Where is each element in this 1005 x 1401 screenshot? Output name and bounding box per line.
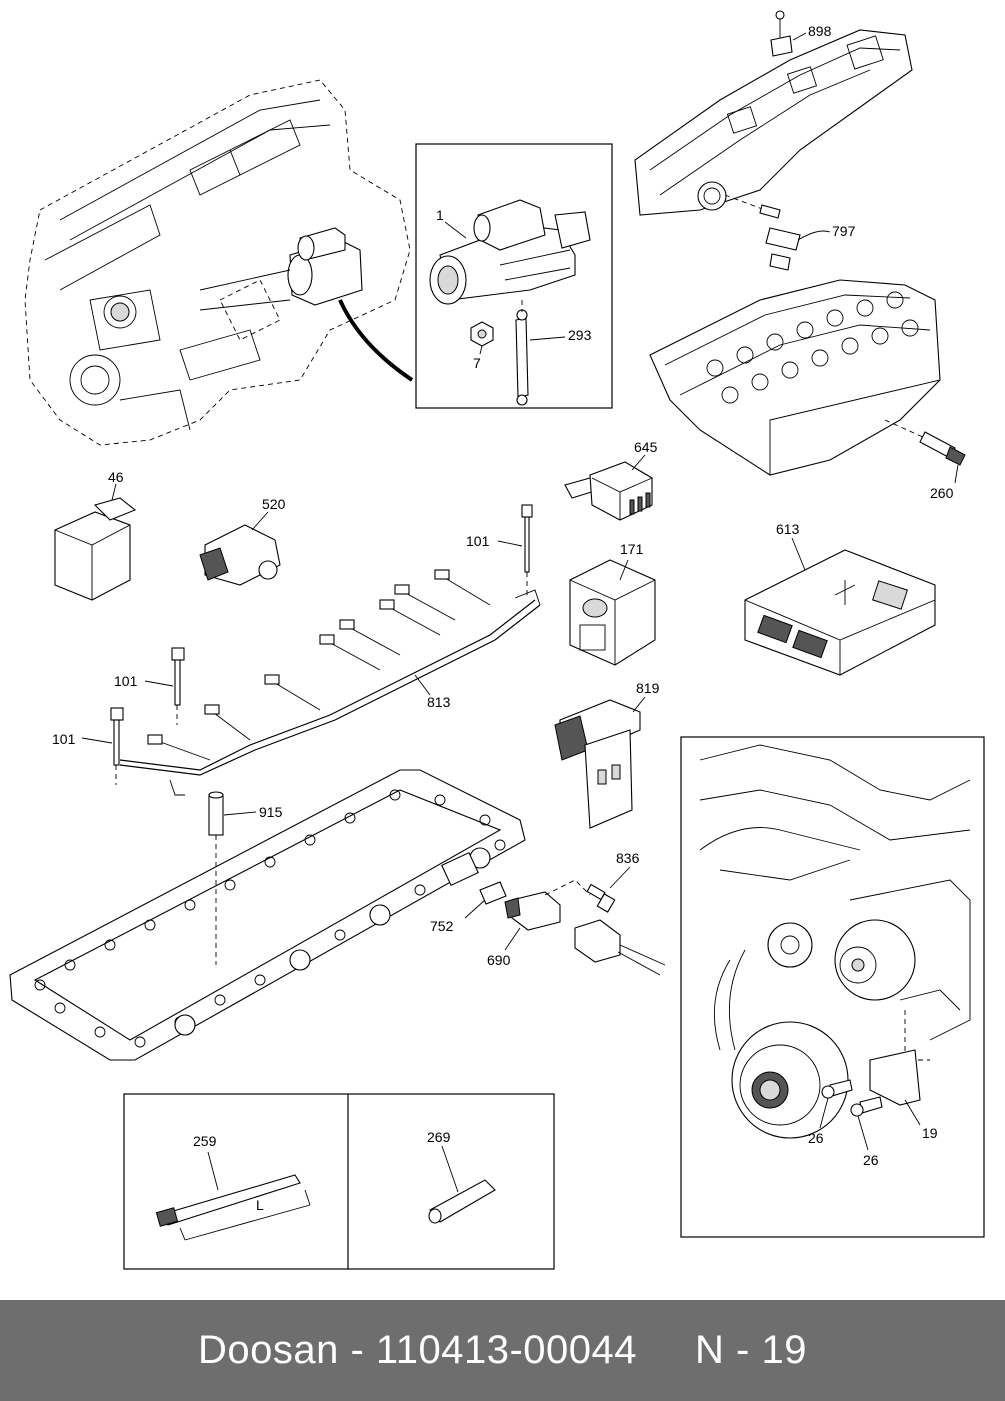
sensor-520-illustration xyxy=(199,511,281,586)
callout-101-lower: 101 xyxy=(52,731,76,747)
callout-898: 898 xyxy=(808,23,832,39)
tie-wrap-box xyxy=(123,1093,555,1270)
callout-26-right: 26 xyxy=(863,1152,879,1168)
callout-819: 819 xyxy=(636,680,660,696)
bolt-101-upper xyxy=(497,504,533,595)
intake-manifold-illustration xyxy=(634,10,913,271)
callout-259: 259 xyxy=(193,1133,217,1149)
callout-836: 836 xyxy=(616,850,640,866)
callout-171: 171 xyxy=(620,541,644,557)
callout-520: 520 xyxy=(262,496,286,512)
callout-613: 613 xyxy=(776,521,800,537)
callout-19: 19 xyxy=(922,1125,938,1141)
footer-part-number: Doosan - 110413-00044 N - 19 xyxy=(198,1328,807,1372)
callout-101-middle: 101 xyxy=(114,673,138,689)
bolt-836-illustration xyxy=(586,866,631,913)
callout-915: 915 xyxy=(259,804,283,820)
callout-46: 46 xyxy=(108,469,124,485)
bolt-101-lower xyxy=(81,707,124,785)
callout-797: 797 xyxy=(832,223,856,239)
dowel-915-illustration xyxy=(208,791,257,965)
oil-pan-gasket-illustration xyxy=(9,769,526,1061)
callout-269: 269 xyxy=(427,1129,451,1145)
callout-293: 293 xyxy=(568,327,592,343)
starter-detail-box xyxy=(415,143,613,409)
connector-illustration xyxy=(574,919,666,976)
engine-detail-box xyxy=(680,736,985,1238)
callout-L: L xyxy=(256,1197,264,1213)
ecu-613-illustration xyxy=(744,537,936,676)
callout-690: 690 xyxy=(487,952,511,968)
bolt-101-middle xyxy=(144,647,185,725)
callout-645: 645 xyxy=(634,439,658,455)
module-171-illustration xyxy=(569,559,656,666)
sensor-819-illustration xyxy=(554,696,646,829)
callout-7: 7 xyxy=(473,355,481,371)
relay-645-illustration xyxy=(564,454,653,521)
engine-overview-illustration xyxy=(24,79,414,446)
footer-bar: Doosan - 110413-00044 N - 19 xyxy=(0,1300,1005,1401)
callout-813: 813 xyxy=(427,694,451,710)
callout-26-left: 26 xyxy=(808,1130,824,1146)
callout-752: 752 xyxy=(430,918,454,934)
callout-labels: 898 797 1 293 7 645 260 46 520 101 171 6… xyxy=(52,23,954,1213)
callout-101-upper: 101 xyxy=(466,533,490,549)
gasket-752-illustration xyxy=(464,881,507,919)
sensor-690-illustration xyxy=(504,879,591,951)
cylinder-head-illustration xyxy=(649,279,966,484)
relay-46-illustration xyxy=(54,483,137,601)
sleeve-269-illustration xyxy=(428,1145,496,1224)
callout-1: 1 xyxy=(436,207,444,223)
parts-diagram: 898 797 1 293 7 645 260 46 520 101 171 6… xyxy=(9,10,985,1270)
callout-260: 260 xyxy=(930,485,954,501)
wiring-harness-813-illustration xyxy=(119,569,541,796)
